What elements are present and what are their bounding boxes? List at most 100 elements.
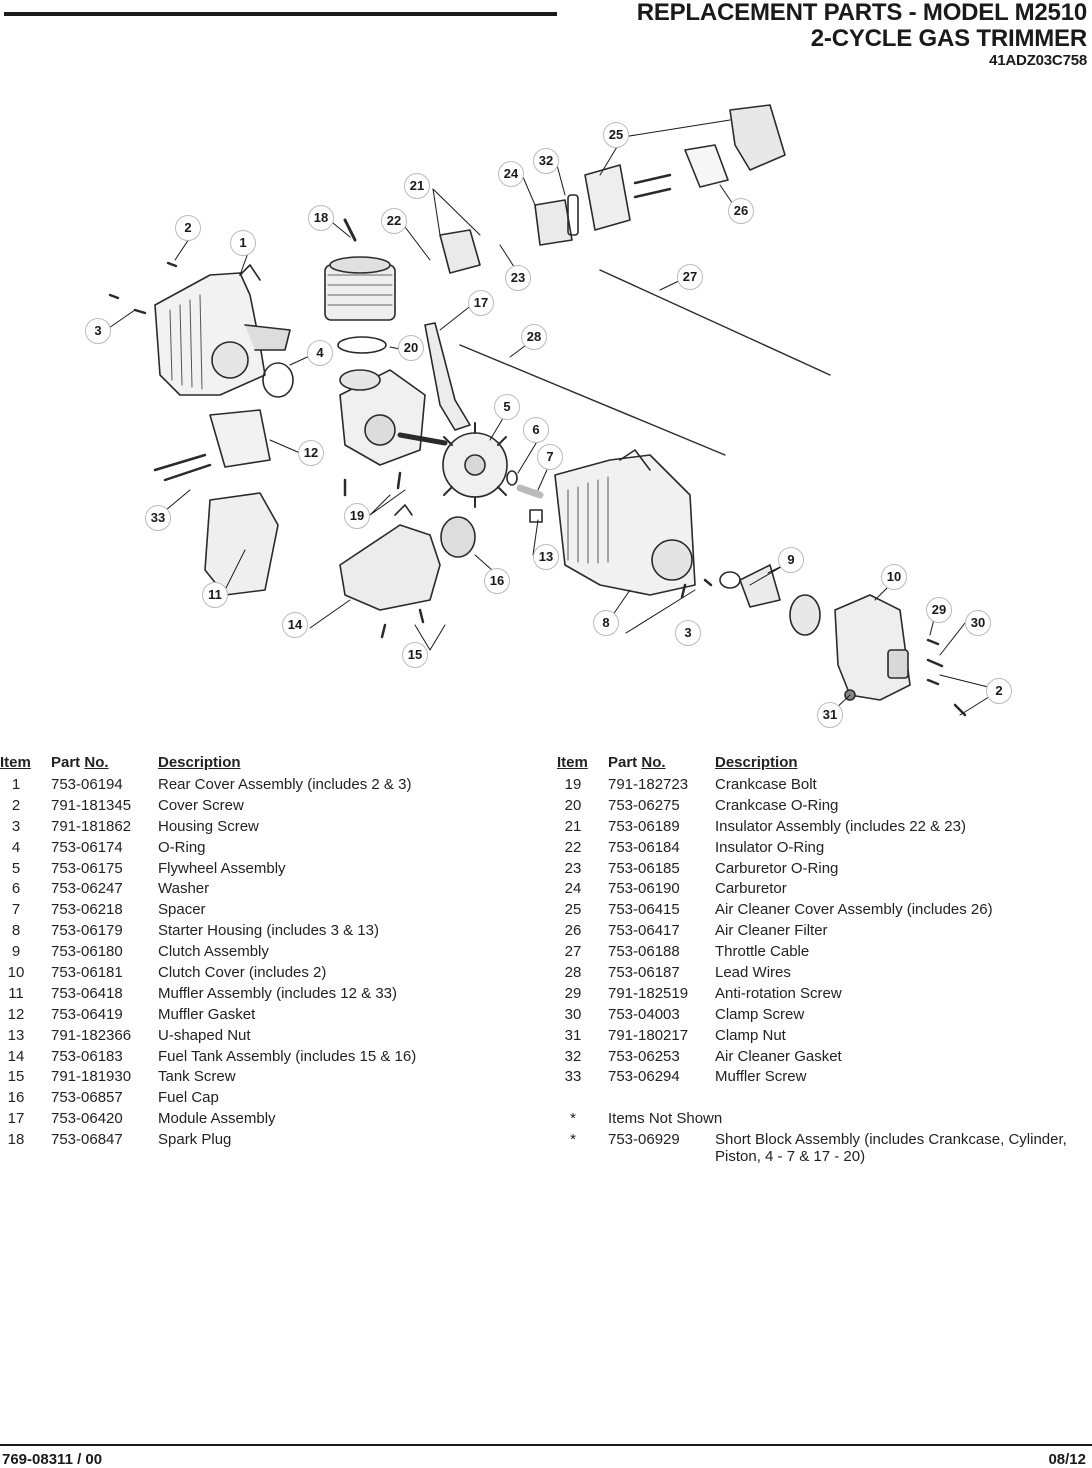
table-row: 31 791-180217 Clamp Nut — [557, 1027, 1092, 1048]
row-item-number: 1 — [11, 776, 21, 793]
row-part-number: 753-06179 — [51, 922, 123, 940]
row-description: Air Cleaner Gasket — [715, 1047, 842, 1065]
row-part-number: 753-06184 — [608, 838, 680, 856]
row-item-number: 6 — [11, 880, 21, 898]
row-part-number: 753-04003 — [608, 1005, 680, 1023]
title-line-1: REPLACEMENT PARTS - MODEL M2510 — [636, 0, 1088, 26]
row-part-number: 753-06420 — [51, 1110, 123, 1128]
row-part-number: 753-06418 — [51, 984, 123, 1002]
table-row: 17 753-06420 Module Assembly — [0, 1110, 540, 1131]
row-item-number: 14 — [7, 1047, 25, 1065]
callout-24: 24 — [498, 161, 524, 187]
row-description: Clamp Nut — [715, 1026, 786, 1044]
row-part-number: 753-06929 — [608, 1131, 680, 1149]
callout-27: 27 — [677, 264, 703, 290]
row-description: Tank Screw — [158, 1068, 236, 1086]
table-row: *Items Not Shown — [557, 1110, 1092, 1131]
flywheel-part — [442, 422, 508, 508]
row-description: Fuel Cap — [158, 1089, 219, 1107]
header-no-word: No. — [84, 754, 109, 771]
row-item-number: * — [570, 1131, 576, 1149]
row-description: Clutch Cover (includes 2) — [158, 964, 327, 982]
row-item-number: 2 — [11, 796, 21, 814]
row-part-number: 753-06175 — [51, 859, 123, 877]
row-item-number: 25 — [564, 901, 582, 919]
row-description: Washer — [158, 880, 210, 898]
row-description: Housing Screw — [158, 817, 259, 835]
callout-22: 22 — [381, 208, 407, 234]
callout-11: 11 — [202, 582, 228, 608]
row-description: Muffler Assembly (includes 12 & 33) — [158, 984, 397, 1002]
callout-30: 30 — [965, 610, 991, 636]
callout-19: 19 — [344, 503, 370, 529]
row-part-number: 791-180217 — [608, 1026, 689, 1044]
callout-21: 21 — [404, 173, 430, 199]
crankcase-part — [339, 369, 448, 466]
callout-6: 6 — [523, 417, 549, 443]
callout-5: 5 — [494, 394, 520, 420]
row-part-number: 791-182723 — [608, 776, 689, 793]
row-part-number: 753-06190 — [608, 880, 680, 898]
row-item-number: 17 — [7, 1110, 25, 1128]
document-number: 769-08311 / 00 — [2, 1451, 103, 1468]
row-description: Cover Screw — [158, 796, 244, 814]
callout-3b: 3 — [675, 620, 701, 646]
row-description: U-shaped Nut — [158, 1026, 251, 1044]
title-line-2: 2-CYCLE GAS TRIMMER — [810, 25, 1087, 52]
row-part-number: 753-06185 — [608, 859, 680, 877]
callout-13: 13 — [533, 544, 559, 570]
callout-25: 25 — [603, 122, 629, 148]
row-item-number: 31 — [564, 1026, 582, 1044]
model-code: 41ADZ03C758 — [989, 52, 1087, 69]
callout-14: 14 — [282, 612, 308, 638]
page-title: REPLACEMENT PARTS - MODEL M2510 2-CYCLE … — [636, 0, 1088, 70]
row-description: Spark Plug — [158, 1131, 232, 1149]
row-item-number: 22 — [564, 838, 582, 856]
header-no-word: No. — [641, 754, 666, 771]
callout-32: 32 — [533, 148, 559, 174]
callout-26: 26 — [728, 198, 754, 224]
row-item-number: 13 — [7, 1026, 25, 1044]
row-item-number: 5 — [11, 859, 21, 877]
row-item-number: * — [570, 1110, 576, 1128]
callout-8: 8 — [593, 610, 619, 636]
row-description: Rear Cover Assembly (includes 2 & 3) — [158, 776, 412, 793]
header-rule — [4, 12, 557, 16]
row-description: Lead Wires — [715, 964, 791, 982]
clutch-cover-part — [834, 594, 911, 701]
row-description: Starter Housing (includes 3 & 13) — [158, 922, 379, 940]
row-item-number: 30 — [564, 1005, 582, 1023]
row-description: Anti-rotation Screw — [715, 984, 842, 1002]
row-part-number: 753-06188 — [608, 943, 680, 961]
row-part-number: 753-06847 — [51, 1131, 123, 1149]
rear-cover-part — [154, 264, 291, 396]
header-item: Item — [0, 754, 31, 771]
row-item-number: 23 — [564, 859, 582, 877]
row-item-number: 4 — [11, 838, 21, 856]
row-description: Throttle Cable — [715, 943, 810, 961]
row-description: Clutch Assembly — [158, 943, 269, 961]
row-description: Muffler Screw — [715, 1068, 807, 1086]
row-part-number: 753-06275 — [608, 796, 680, 814]
row-description: Crankcase O-Ring — [715, 796, 839, 814]
row-description: Module Assembly — [158, 1110, 276, 1128]
row-description: Air Cleaner Filter — [715, 922, 828, 940]
header-description: Description — [158, 754, 241, 771]
callout-23: 23 — [505, 265, 531, 291]
